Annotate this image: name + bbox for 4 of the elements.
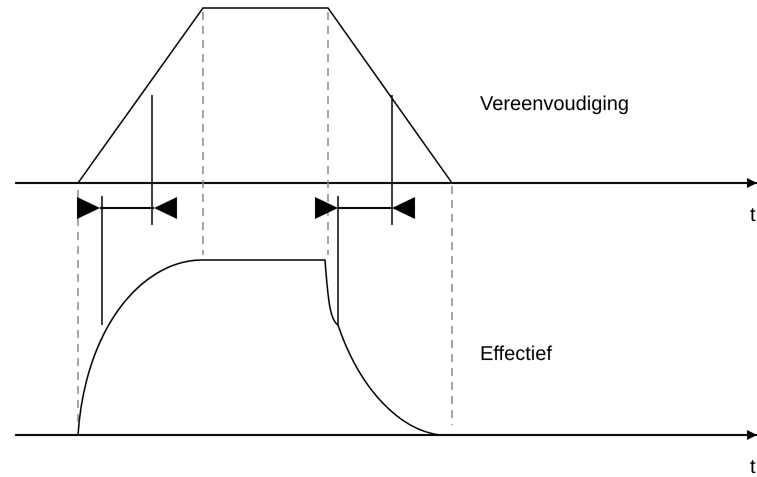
curve-label: Effectief [480, 344, 552, 364]
axis-label: t [750, 457, 756, 477]
curve-label: Vereenvoudiging [480, 94, 630, 114]
axis-label: t [750, 205, 756, 225]
